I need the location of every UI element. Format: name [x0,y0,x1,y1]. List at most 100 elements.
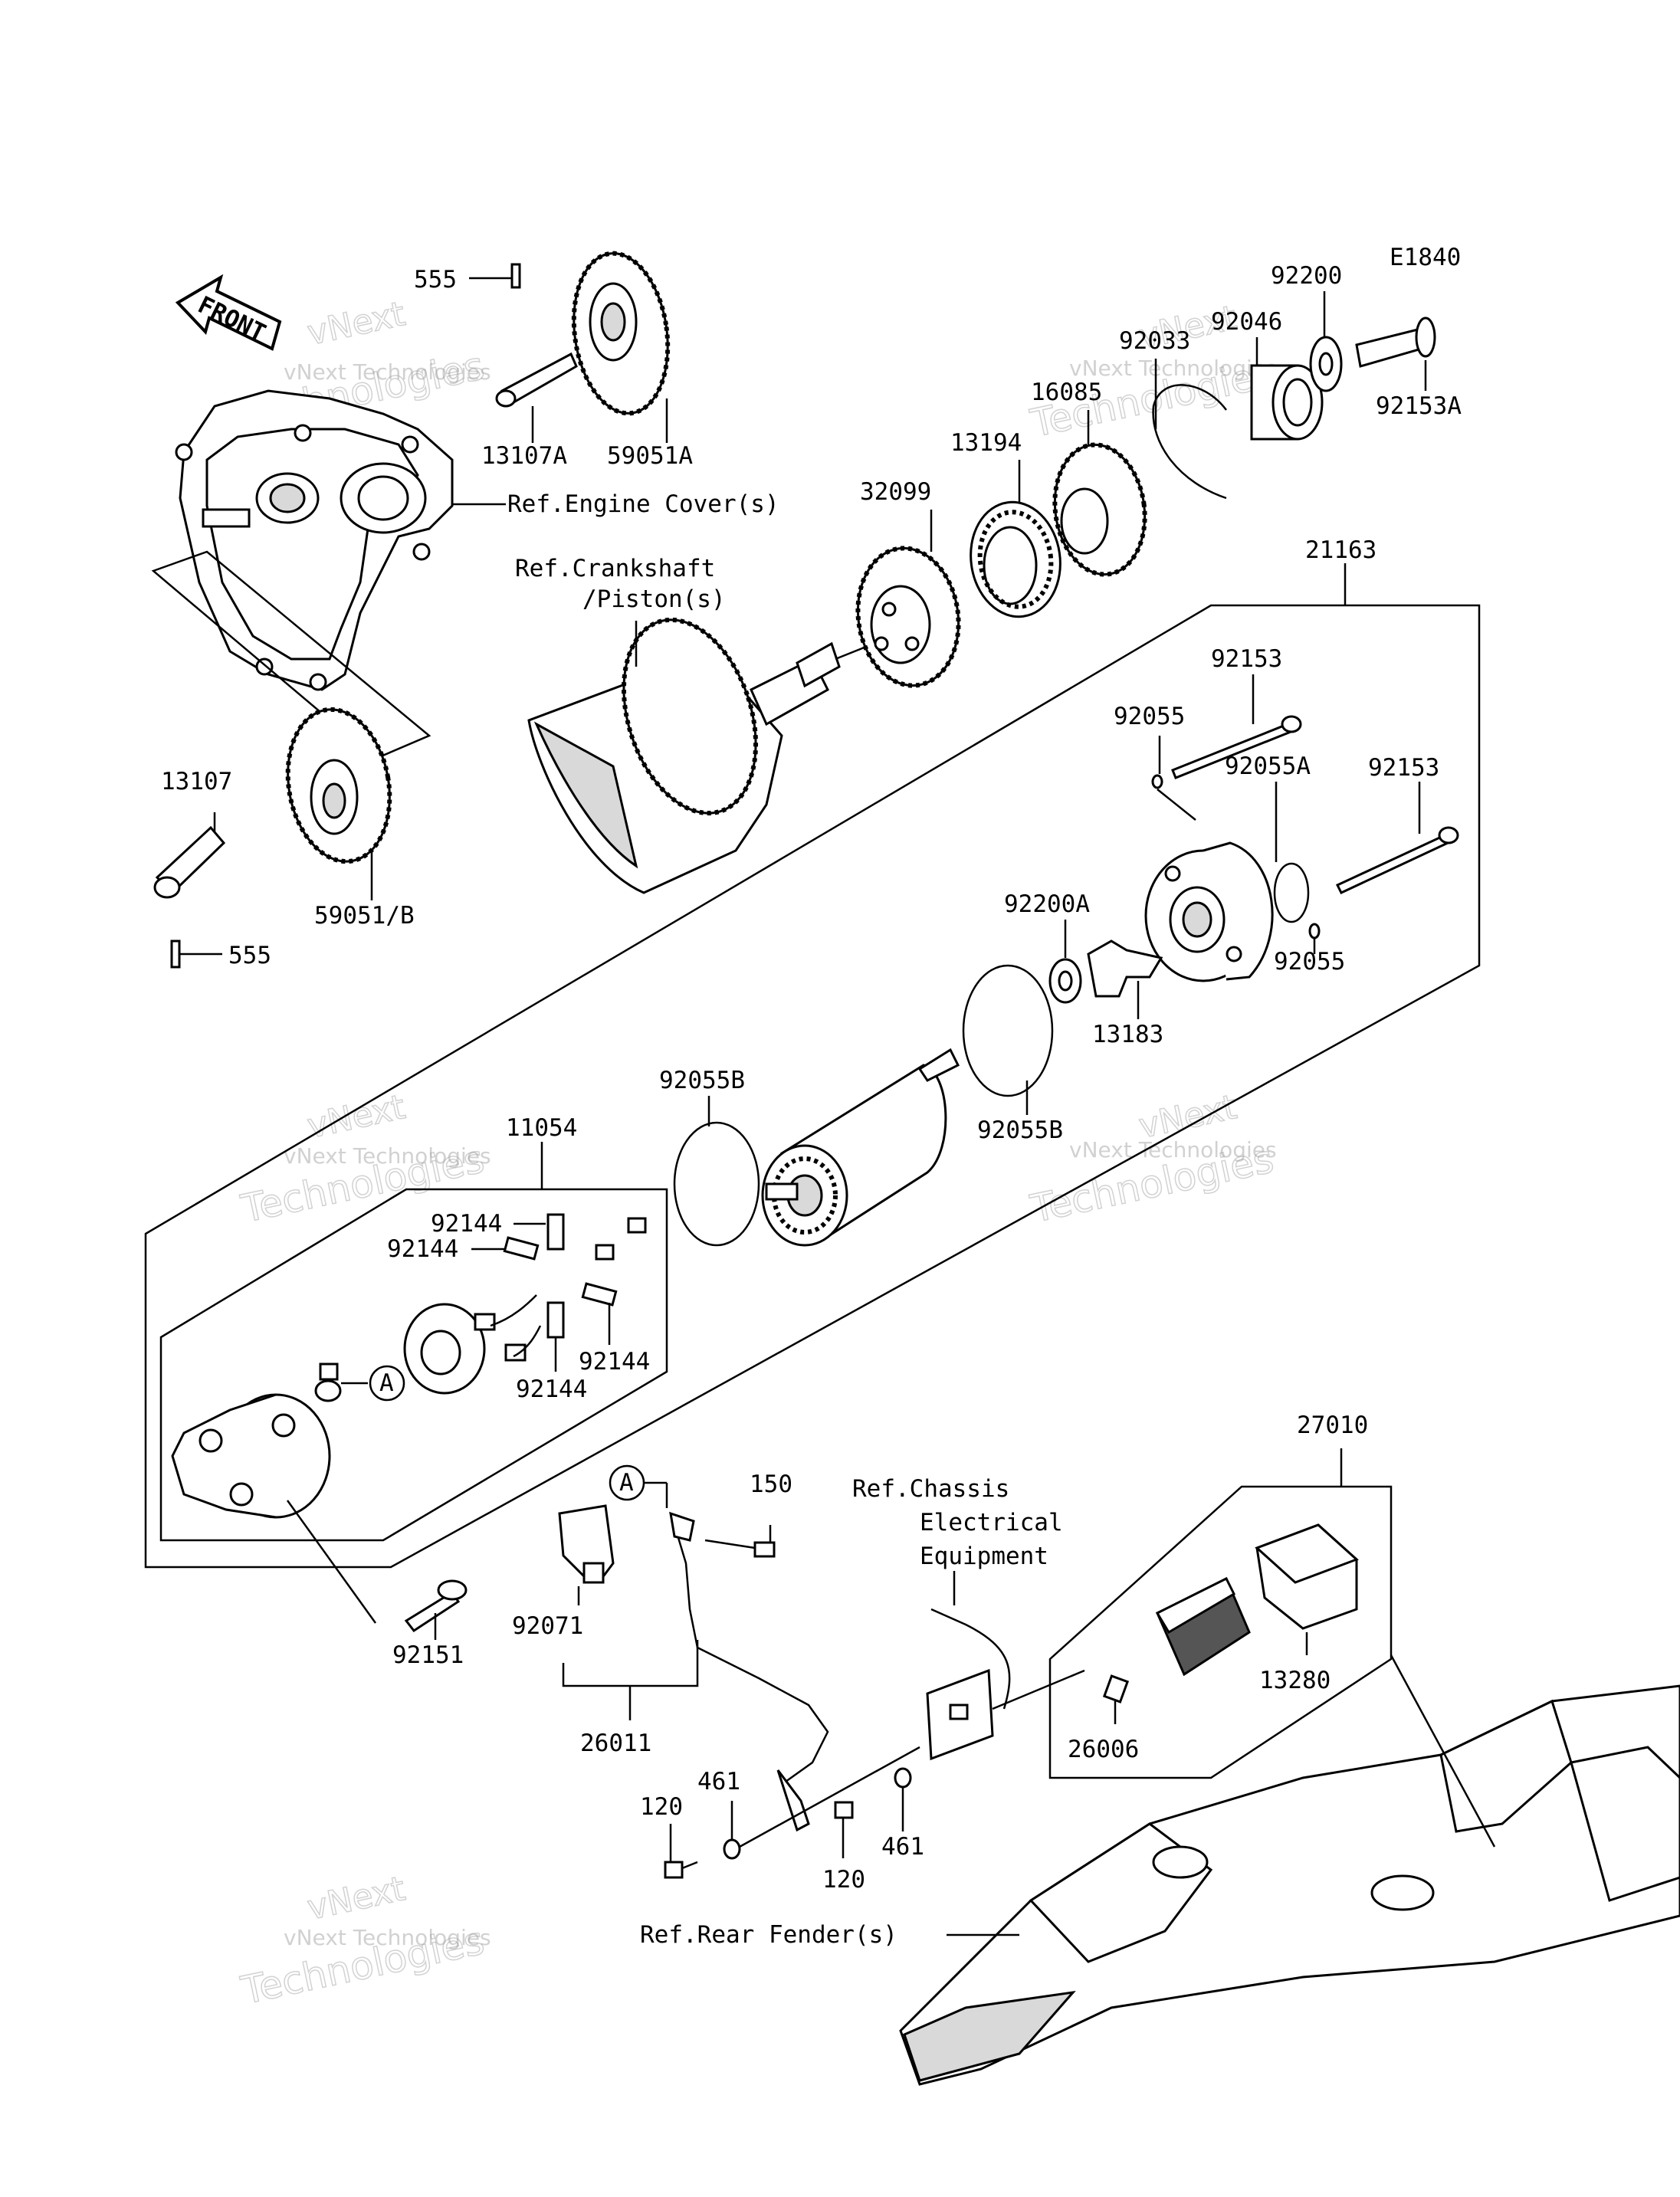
svg-text:vNext Technologies: vNext Technologies [284,359,491,385]
callout-120-right: 120 [822,1866,865,1894]
shaft-13107a [495,352,578,408]
ref-rear-fender-label: Ref.Rear Fender(s) [640,1921,897,1949]
cable-26011-terminal-top [669,1511,695,1542]
svg-text:vNext Technologies: vNext Technologies [1069,356,1277,381]
o-ring-92055b-left [673,1121,760,1247]
circlip-92033 [1152,384,1227,500]
bolt-92153-b [1335,833,1449,894]
nut-461-right [894,1767,912,1789]
callout-461-right: 461 [881,1833,924,1861]
callout-59051b: 59051/B [314,902,415,930]
o-ring-92055-b [1308,923,1321,939]
callout-26006: 26006 [1068,1736,1139,1763]
callout-92153a: 92153A [1376,392,1462,420]
wire-harness [930,1608,1011,1710]
bolt-120-right [834,1801,854,1819]
boot-92071 [558,1504,615,1584]
callout-92200: 92200 [1271,262,1342,290]
fastener-axis-line [739,1746,920,1848]
callout-555-top: 555 [414,266,457,293]
ref-chassis-label-3: Equipment [920,1543,1048,1570]
watermark-mid-right: vNext Technologies vNext Technologies [1026,1087,1278,1231]
callout-13107a: 13107A [481,442,567,470]
starter-motor-body [761,1048,960,1247]
callout-26011: 26011 [580,1730,651,1757]
o-ring-92055b-right [962,964,1054,1097]
callout-11054: 11054 [506,1114,577,1142]
marker-a1-circle [369,1365,405,1402]
cable-26011 [673,1524,829,1783]
cover-assembly-line [1157,789,1196,821]
callout-92144-2: 92144 [387,1235,458,1263]
o-ring-92055a [1273,862,1310,923]
callout-555-bottom: 555 [228,942,271,969]
diagram-code: E1840 [1390,244,1461,271]
ref-crankshaft-label-2: /Piston(s) [582,585,726,613]
ref-crankshaft-label-1: Ref.Crankshaft [515,555,715,582]
callout-92151: 92151 [392,1641,464,1669]
callout-32099: 32099 [860,478,931,506]
callout-92144-4: 92144 [516,1376,587,1403]
callout-27010: 27010 [1297,1412,1368,1439]
callout-92144-1: 92144 [431,1210,502,1238]
svg-text:vNext: vNext [304,1087,409,1146]
crankshaft [527,617,841,894]
brush-holder-plate [403,1294,542,1395]
callout-16085: 16085 [1031,379,1102,406]
marker-a1: A [379,1369,394,1397]
plate-13183 [1087,939,1163,998]
callout-92144-3: 92144 [579,1348,650,1376]
svg-text:vNext Technologies: vNext Technologies [1069,1137,1277,1162]
callout-92055a: 92055A [1225,753,1311,780]
springs-92144 [503,1213,618,1339]
callout-13280: 13280 [1259,1667,1331,1694]
front-arrow-icon: FRONT [175,274,282,351]
svg-text:vNext Technologies: vNext Technologies [284,1925,491,1950]
callout-92033: 92033 [1119,327,1190,355]
callout-92055-a: 92055 [1114,703,1185,730]
callout-120-left: 120 [640,1793,683,1821]
assembly-27010-bracket [1048,1485,1393,1779]
o-ring-92055-a [1151,774,1163,789]
terminal-nut [314,1362,342,1402]
callout-92055b-right: 92055B [977,1117,1063,1144]
pin-555-top [510,263,521,289]
gear-59051b [285,707,392,864]
starter-front-housing [171,1393,331,1519]
screw-small-2 [595,1244,615,1261]
engine-cover [175,389,454,691]
callout-92046: 92046 [1211,308,1282,336]
callout-92153-b: 92153 [1368,754,1439,782]
bolt-92153a [1355,316,1436,368]
svg-text:vNext: vNext [304,1869,409,1928]
rear-fender [899,1684,1680,2086]
relay-cover-13280 [1255,1523,1359,1630]
ref-engine-cover-label: Ref.Engine Cover(s) [507,490,779,518]
callout-92200a: 92200A [1004,890,1090,918]
nut-461-left [723,1838,741,1860]
callout-13194: 13194 [950,429,1022,457]
ref-chassis-label-2: Electrical [920,1509,1063,1536]
relay-to-fender-leader [1390,1654,1496,1848]
callout-92153-a: 92153 [1211,645,1282,673]
svg-text:vNext: vNext [304,294,409,353]
relay-bracket-leader [992,1669,1085,1710]
callout-13183: 13183 [1092,1021,1163,1048]
bracket-26011 [562,1640,699,1687]
bolt-120-left [664,1861,698,1879]
callout-21163: 21163 [1305,536,1376,564]
callout-461-left: 461 [697,1768,740,1795]
cable-26011-terminal-bottom [776,1769,810,1832]
fuse-26006 [1102,1674,1130,1703]
leader-92151 [286,1500,377,1624]
washer-92200 [1309,336,1343,392]
assembly-21163-bracket [144,604,1481,1569]
starter-end-cover [1144,841,1274,982]
callout-92055-b: 92055 [1274,948,1345,976]
gear-32099 [855,546,961,688]
callout-150: 150 [750,1471,792,1498]
marker-a2: A [619,1469,634,1497]
watermark-bottom-left: vNext Technologies vNext Technologies [237,1868,491,2013]
callout-92071: 92071 [512,1612,583,1640]
